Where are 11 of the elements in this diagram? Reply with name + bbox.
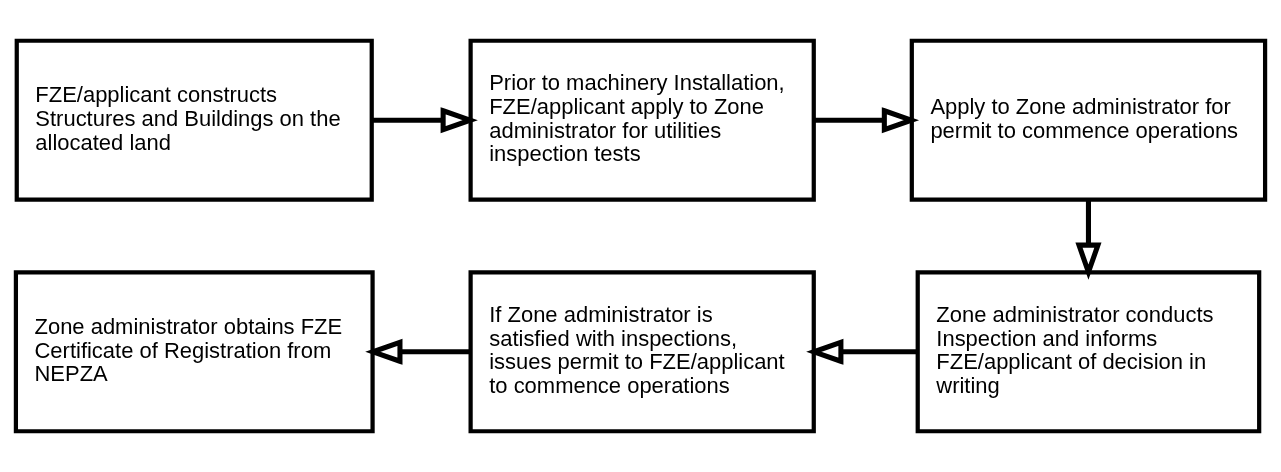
arrow [806, 338, 918, 365]
arrow [365, 338, 470, 365]
arrow [372, 107, 478, 134]
arrow [1075, 199, 1102, 280]
node-box: Apply to Zone administrator for permit to commence operations [909, 38, 1268, 202]
node-box: FZE/applicant constructs Structures and Buildings on the allocated land [14, 38, 374, 202]
node-box: Zone administrator conducts Inspection and informs FZE/applicant of decision in writing [915, 270, 1262, 434]
arrow [813, 107, 920, 134]
node-box: If Zone administrator is satisfied with inspections, issues permit to FZE/applicant to commence operations [468, 270, 816, 434]
node-box: Prior to machinery Installation, FZE/applicant apply to Zone administrator for utilities inspection tests [468, 38, 816, 202]
node-box: Zone administrator obtains FZE Certificate of Registration from NEPZA [13, 270, 375, 434]
